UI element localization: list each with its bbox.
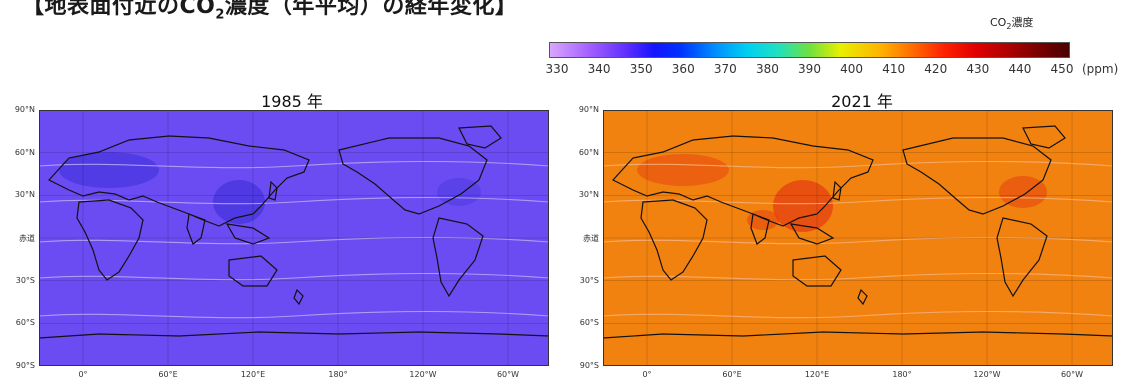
colorbar-title-text: CO — [990, 16, 1007, 29]
concentration-highlight — [773, 180, 833, 232]
coastline-south-america — [432, 217, 484, 298]
map-1985 — [39, 110, 549, 366]
concentration-highlight — [637, 154, 729, 186]
lon-label: 120°E — [240, 370, 266, 379]
concentration-highlight — [213, 180, 265, 224]
lat-label: 60°S — [579, 318, 599, 328]
lat-label: 60°N — [578, 147, 599, 157]
coastline-europe-asia — [612, 135, 874, 227]
colorbar-tick-label: 430 — [966, 62, 990, 76]
coastline-australia — [792, 255, 842, 287]
coastline-africa — [76, 199, 144, 281]
title-text: 【地表面付近のCO — [22, 0, 216, 19]
map-2021 — [603, 110, 1113, 366]
lat-label: 30°S — [15, 275, 35, 285]
coastline-southeast-asia — [225, 223, 271, 245]
coastline-antarctica — [603, 331, 1113, 366]
lon-label: 60°W — [496, 370, 520, 379]
colorbar-tick-label: 390 — [798, 62, 821, 76]
coastline-greenland — [458, 125, 502, 149]
lat-label: 90°N — [14, 105, 35, 114]
map-1985-svg — [39, 110, 549, 366]
lat-label: 赤道 — [19, 234, 35, 243]
coastline-australia — [228, 255, 278, 287]
map-title-2021: 2021 年 — [831, 92, 893, 111]
contour-line — [603, 196, 1113, 205]
contour-line — [39, 236, 549, 245]
lon-label: 0° — [78, 370, 88, 379]
lon-label: 120°W — [409, 370, 437, 379]
colorbar-tick-label: 440 — [1008, 62, 1032, 76]
lon-label: 180° — [892, 370, 912, 379]
map-frame — [603, 110, 1113, 366]
lat-label: 60°S — [15, 318, 35, 328]
coastline-new-zealand — [293, 288, 304, 306]
concentration-highlight — [999, 176, 1047, 208]
lat-label: 90°S — [579, 361, 599, 370]
lat-label: 90°S — [15, 361, 35, 370]
coastline-new-zealand — [857, 288, 868, 306]
colorbar-tick-label: 370 — [713, 62, 737, 76]
coastline-india — [186, 213, 206, 245]
colorbar-ticks: 330 340 350 360 370 380 390 400 410 420 430 440 450 — [545, 62, 1074, 76]
colorbar-tick-label: 340 — [587, 62, 611, 76]
colorbar — [549, 42, 1070, 58]
coastline-north-america — [338, 137, 488, 215]
colorbar-tick-label: 380 — [755, 62, 779, 76]
concentration-highlight — [437, 178, 481, 206]
lon-label: 180° — [328, 370, 348, 379]
contour-line — [39, 160, 549, 169]
coastline-north-america — [902, 137, 1052, 215]
contour-line — [39, 196, 549, 205]
lat-label: 30°N — [14, 190, 35, 200]
colorbar-title: CO2濃度 — [990, 14, 1033, 31]
lat-label: 60°N — [14, 147, 35, 157]
lon-label: 60°E — [158, 370, 178, 379]
map-frame — [39, 110, 549, 366]
colorbar-tick-label: 350 — [629, 62, 653, 76]
coastline-southeast-asia — [789, 223, 835, 245]
coastline-antarctica — [39, 331, 549, 366]
colorbar-tick-label: 360 — [671, 62, 695, 76]
lon-label: 60°W — [1060, 370, 1084, 379]
colorbar-unit: (ppm) — [1082, 62, 1119, 76]
concentration-highlight — [59, 152, 159, 188]
contour-line — [603, 160, 1113, 169]
coastline-europe-asia — [48, 135, 310, 227]
contour-line — [39, 310, 549, 319]
map-2021-svg — [603, 110, 1113, 366]
coastline-greenland — [1022, 125, 1066, 149]
lat-label: 赤道 — [583, 234, 599, 243]
colorbar-title-subscript: 2 — [1006, 22, 1012, 32]
lon-label: 120°W — [973, 370, 1001, 379]
title-text-rest: 濃度（年平均）の経年変化】 — [224, 0, 518, 19]
colorbar-tick-label: 410 — [882, 62, 906, 76]
lat-label: 90°N — [578, 105, 599, 114]
coastline-japan — [832, 180, 842, 201]
coastline-india — [750, 213, 770, 245]
colorbar-tick-label: 330 — [545, 62, 569, 76]
coastline-south-america — [996, 217, 1048, 298]
contour-line — [603, 236, 1113, 245]
coastline-japan — [268, 180, 278, 201]
page-title: 【地表面付近のCO2濃度（年平均）の経年変化】 — [22, 0, 517, 22]
lon-label: 120°E — [804, 370, 830, 379]
title-subscript: 2 — [215, 7, 225, 23]
colorbar-tick-label: 450 — [1050, 62, 1074, 76]
colorbar-tick-label: 400 — [840, 62, 864, 76]
colorbar-tick-label: 420 — [924, 62, 948, 76]
lat-label: 30°N — [578, 190, 599, 200]
colorbar-title-rest: 濃度 — [1011, 16, 1034, 29]
lon-label: 0° — [642, 370, 652, 379]
lon-label: 60°E — [722, 370, 742, 379]
coastline-africa — [640, 199, 708, 281]
contour-line — [603, 310, 1113, 319]
map-title-1985: 1985 年 — [261, 92, 323, 111]
lat-label: 30°S — [579, 275, 599, 285]
